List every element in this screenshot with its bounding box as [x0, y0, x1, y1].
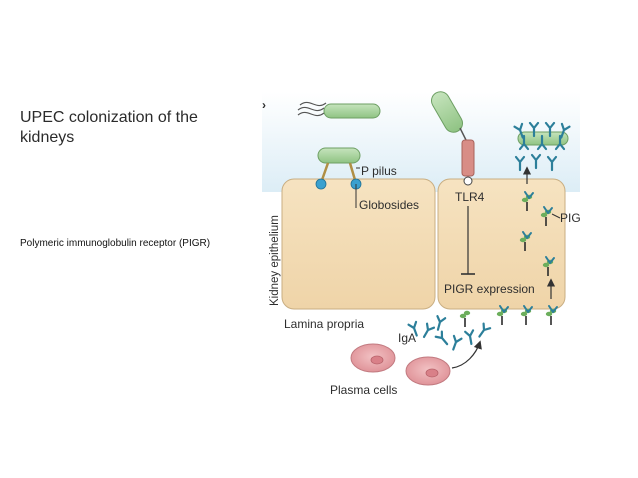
pilus-tip-left: [315, 178, 327, 190]
flagellated-bacterium: [297, 101, 381, 119]
cropped-mark: ›: [262, 98, 266, 112]
plasma-cell-2: [405, 356, 451, 386]
lamina-propria-label: Lamina propria: [284, 317, 364, 331]
plasma-cells-label: Plasma cells: [330, 383, 397, 397]
iga-coated-bacterium: [513, 121, 571, 151]
globosides-label: Globosides: [359, 198, 419, 212]
tlr4-label: TLR4: [455, 190, 485, 204]
pigr-label: PIGR: [560, 211, 580, 225]
iga-label: IgA: [398, 331, 416, 345]
pigr-definition-note: Polymeric immunoglobulin receptor (PIGR): [20, 238, 211, 249]
kidney-colonization-diagram: › P pilus Globosides Kidney epithelium T…: [262, 84, 580, 414]
epithelial-cell-left: [281, 178, 436, 310]
tlr4-bacterium: [431, 91, 467, 141]
slide-title: UPEC colonization of the kidneys: [20, 109, 198, 146]
plasma-cell-1: [350, 343, 396, 373]
p-pilus-label: P pilus: [361, 164, 397, 178]
pigr-leader: [551, 213, 561, 219]
pigr-expression-label: PIGR expression: [444, 282, 535, 296]
tlr4-receptor: [461, 139, 475, 186]
kidney-epithelium-label: Kidney epithelium: [269, 215, 281, 306]
secretion-curve-arrow: [451, 340, 482, 369]
diagram-canvas: › P pilus Globosides Kidney epithelium T…: [262, 91, 580, 414]
